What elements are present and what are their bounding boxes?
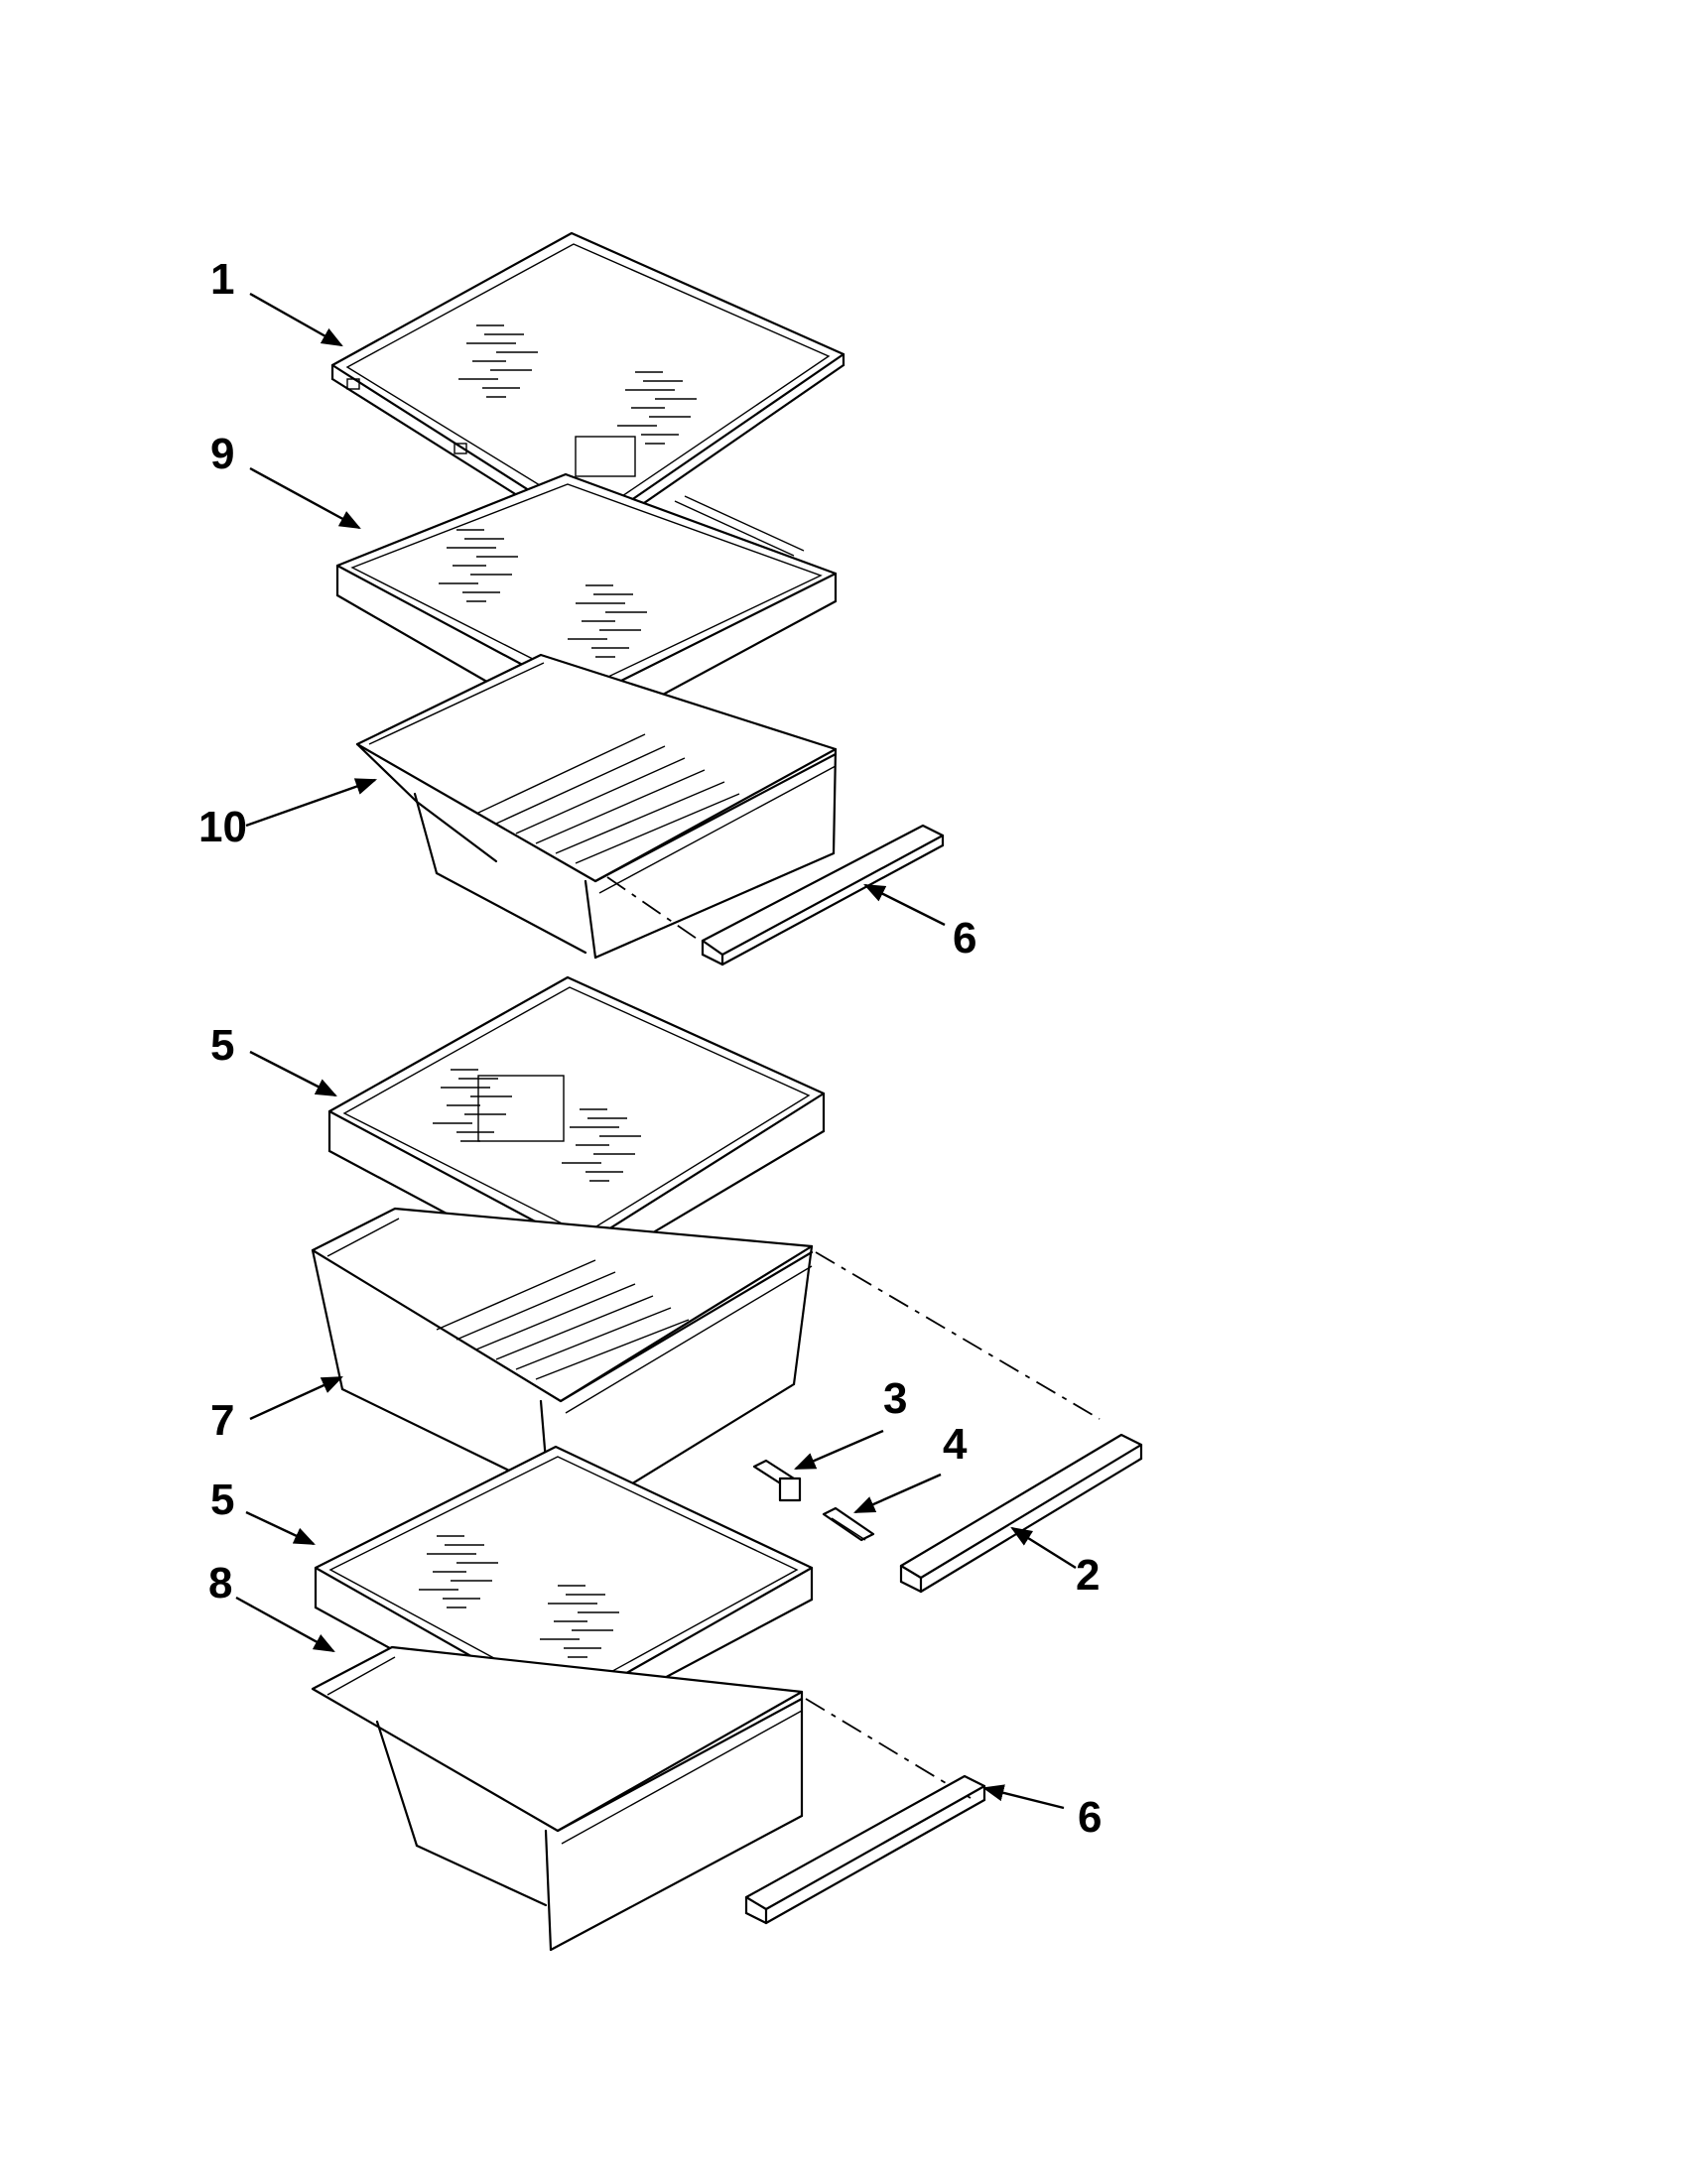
crisper-drawer-part-10	[355, 653, 838, 960]
callout-6-bottom: 6	[1078, 1793, 1102, 1842]
callout-4: 4	[943, 1420, 968, 1469]
callout-8: 8	[208, 1559, 232, 1607]
rail-part-6-top	[606, 824, 945, 966]
leader-lines	[235, 292, 1077, 1810]
rail-part-2	[899, 1433, 1143, 1594]
callout-5-lower: 5	[210, 1476, 234, 1524]
drawer-part-8	[311, 1645, 972, 1952]
callout-9: 9	[210, 430, 234, 478]
clip-part-3	[752, 1459, 802, 1502]
callout-3: 3	[883, 1374, 907, 1423]
callout-5-upper: 5	[210, 1021, 234, 1070]
callout-10: 10	[198, 803, 247, 851]
callout-2: 2	[1076, 1551, 1100, 1600]
callout-7: 7	[210, 1396, 234, 1445]
rail-part-6-bottom	[744, 1774, 986, 1925]
callout-labels: 1 9 10 6 5 7 3 4 2 5 8 6	[198, 255, 1102, 1842]
clip-part-4	[822, 1506, 875, 1542]
callout-6-top: 6	[953, 914, 976, 963]
callout-1: 1	[210, 255, 234, 304]
drawer-part-7	[311, 1207, 1101, 1535]
